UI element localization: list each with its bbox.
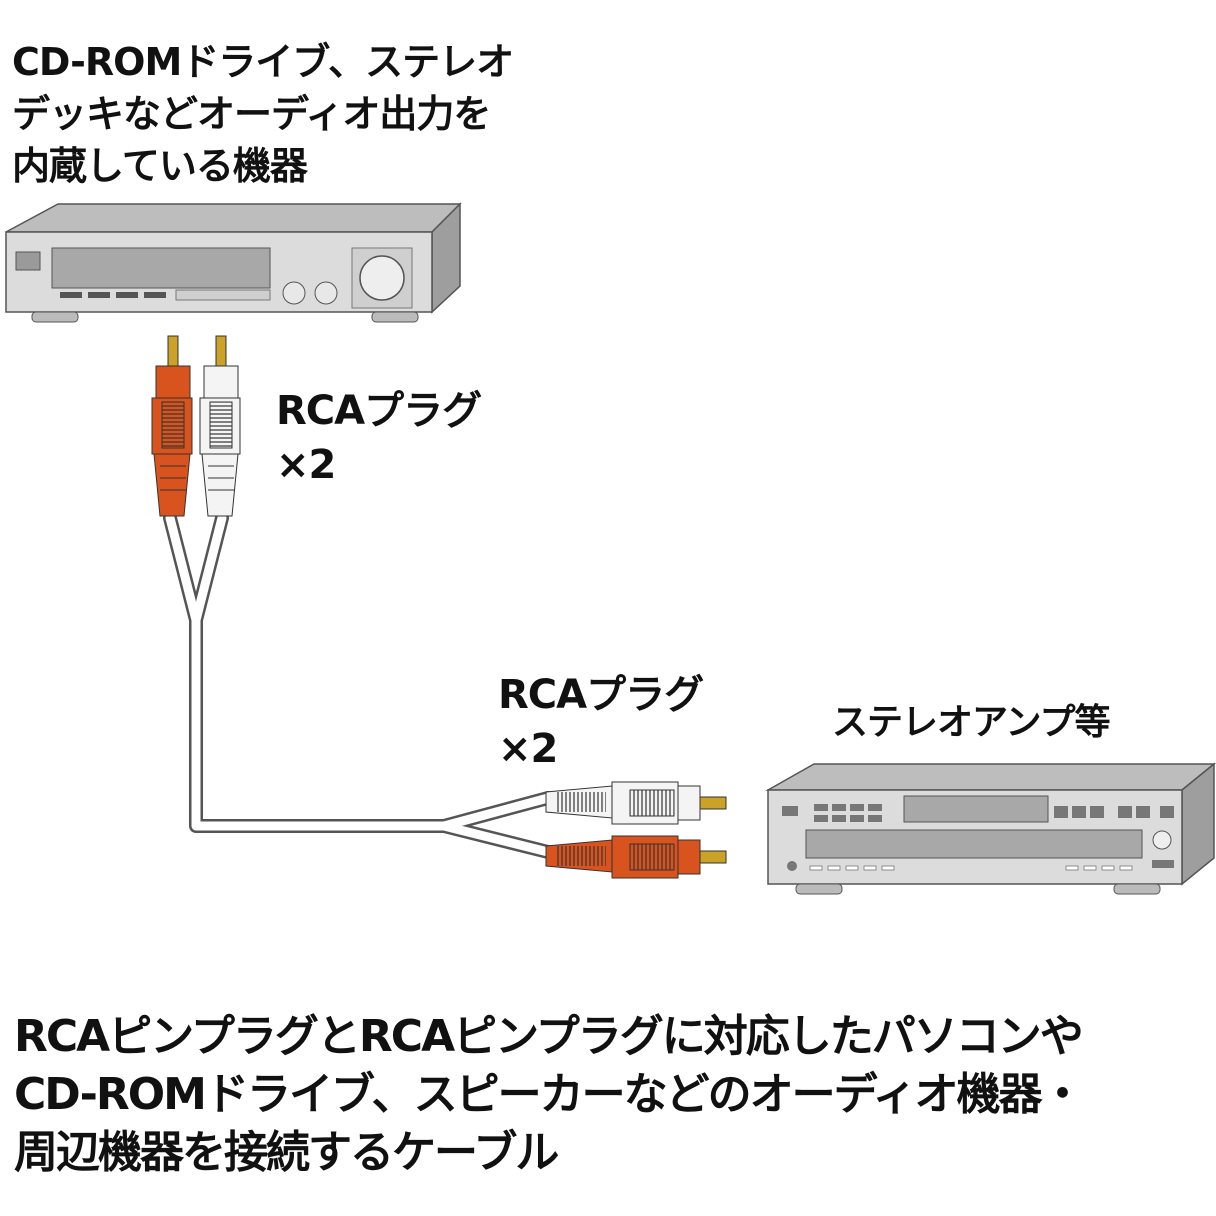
target-device-top	[765, 763, 1216, 791]
top-red-plug	[151, 335, 193, 517]
caption-line-2: CD-ROMドライブ、スピーカーなどのオーディオ機器・	[14, 1069, 1085, 1120]
target-foot-left	[795, 883, 843, 895]
bottom-plug-label-line-1: RCAプラグ	[498, 672, 704, 718]
source-foot-right	[371, 311, 419, 323]
source-display-panel	[51, 247, 271, 289]
source-foot-left	[31, 311, 79, 323]
source-label-line-2: デッキなどオーディオ出力を	[12, 92, 491, 136]
source-knob-small-2	[314, 281, 338, 305]
top-plug-label: RCAプラグ ×2	[276, 384, 482, 492]
bottom-white-plug	[545, 781, 727, 825]
top-plug-label-line-1: RCAプラグ	[276, 388, 482, 434]
cable	[163, 511, 555, 859]
caption: RCAピンプラグとRCAピンプラグに対応したパソコンや CD-ROMドライブ、ス…	[14, 1008, 1085, 1182]
source-volume-knob	[359, 255, 405, 301]
source-device-label: CD-ROMドライブ、ステレオ デッキなどオーディオ出力を 内蔵している機器	[12, 36, 514, 192]
bottom-plug-label: RCAプラグ ×2	[498, 668, 704, 776]
bottom-plug-label-line-2: ×2	[498, 726, 558, 772]
source-power-button	[15, 251, 41, 271]
top-white-plug	[199, 335, 241, 517]
source-device-top	[5, 203, 462, 233]
bottom-red-plug	[545, 835, 727, 879]
caption-line-1: RCAピンプラグとRCAピンプラグに対応したパソコンや	[14, 1011, 1084, 1062]
target-device-label: ステレオアンプ等	[832, 702, 1110, 743]
source-knob-small-1	[282, 281, 306, 305]
target-power-button	[1152, 830, 1172, 850]
top-plug-label-line-2: ×2	[276, 442, 336, 488]
target-disc-tray	[805, 829, 1143, 859]
source-label-line-3: 内蔵している機器	[12, 144, 308, 188]
caption-line-3: 周辺機器を接続するケーブル	[14, 1127, 559, 1178]
source-label-line-1: CD-ROMドライブ、ステレオ	[12, 40, 514, 84]
target-display-panel	[903, 795, 1049, 823]
target-foot-right	[1113, 883, 1161, 895]
target-device	[765, 762, 1216, 895]
source-device	[5, 202, 462, 323]
